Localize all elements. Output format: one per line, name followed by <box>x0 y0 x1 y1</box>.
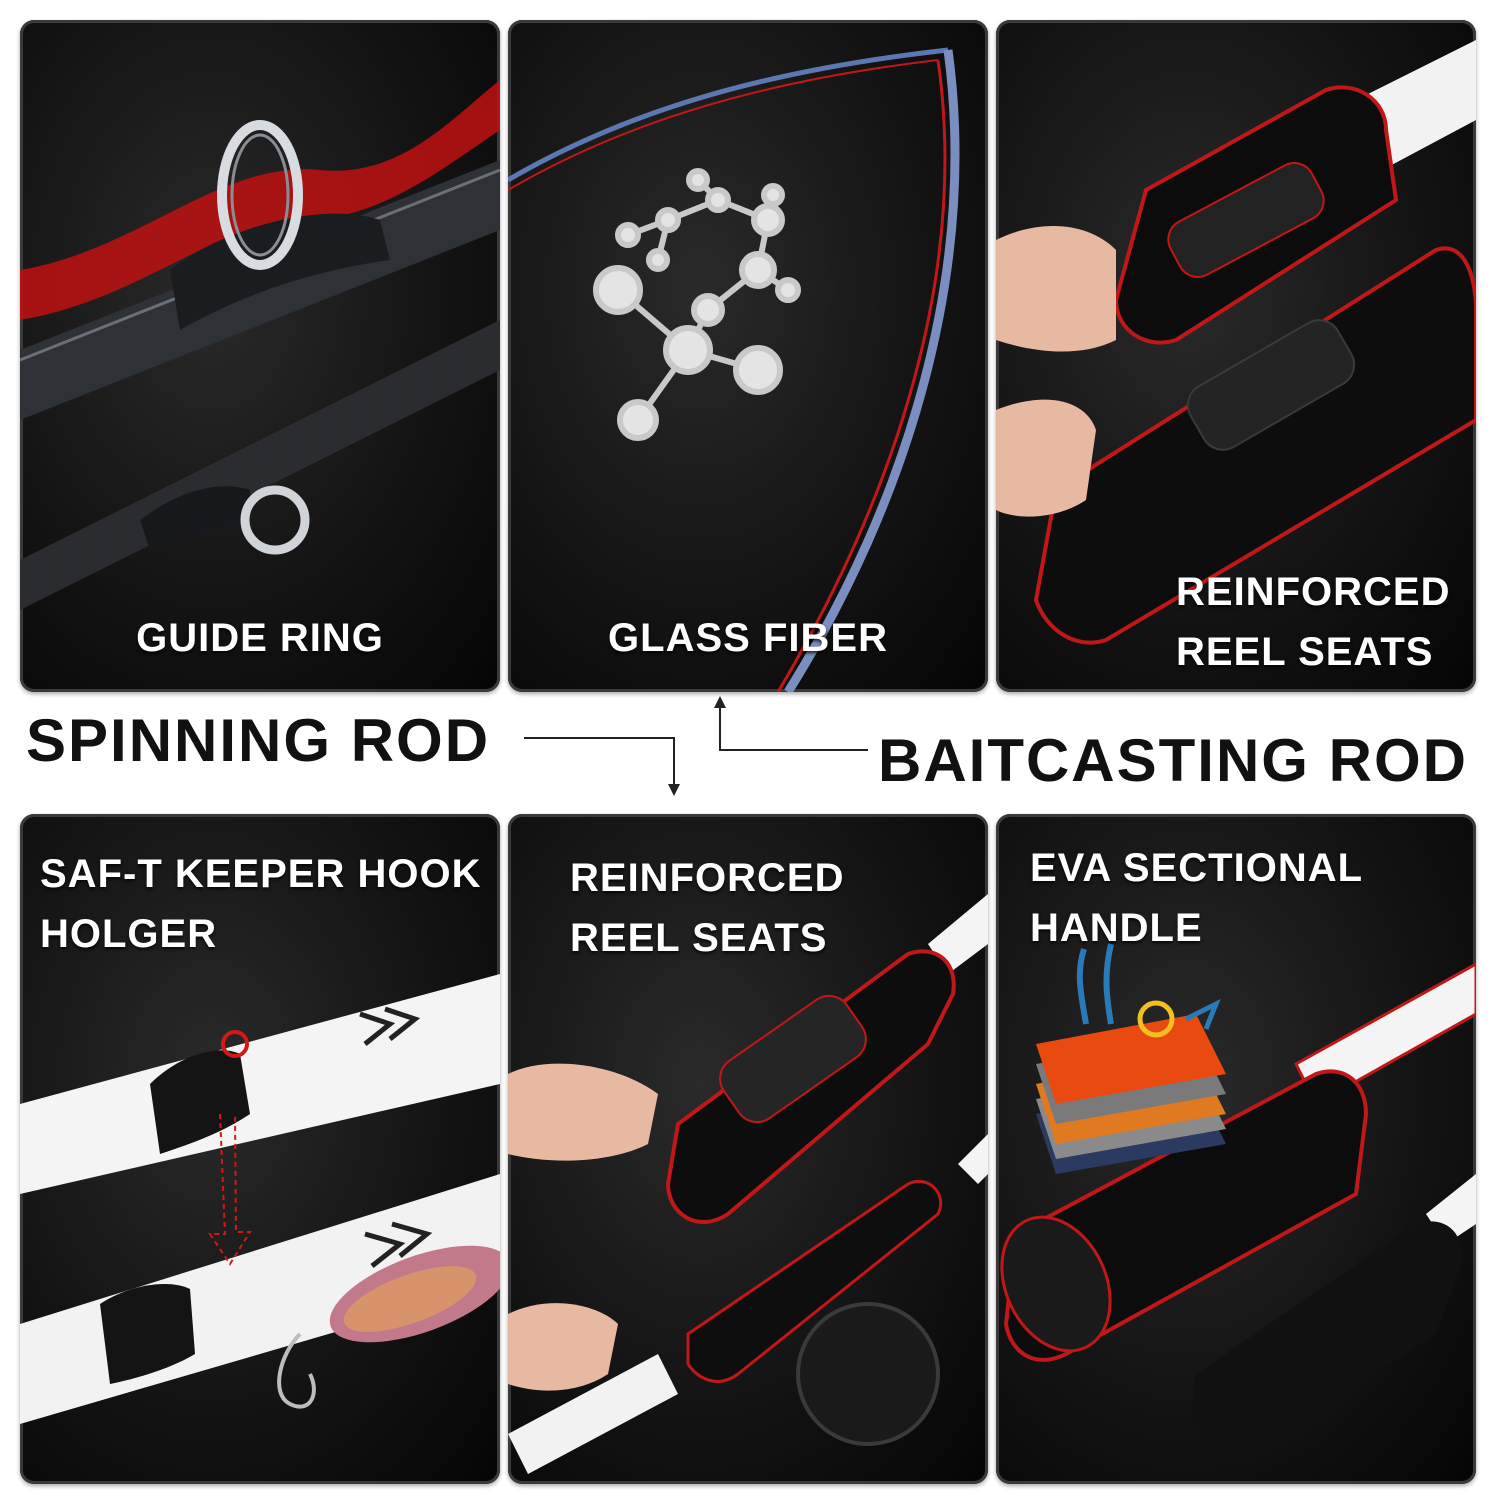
caption-line: HANDLE <box>1030 906 1203 950</box>
caption-line: REEL SEATS <box>570 916 828 960</box>
glass-fiber-image <box>508 47 960 692</box>
caption-eva-handle: EVA SECTIONAL HANDLE <box>1030 838 1363 958</box>
caption-reel-seats-top: REINFORCED REEL SEATS <box>1176 562 1450 682</box>
layers-icon <box>1036 943 1226 1174</box>
guide-ring-image <box>20 80 500 610</box>
caption-guide-ring: GUIDE RING <box>20 608 500 668</box>
panel-reel-seats-top: REINFORCED REEL SEATS <box>996 20 1476 692</box>
panel-hook-keeper: SAF-T KEEPER HOOK HOLGER <box>20 814 500 1484</box>
caption-line: REINFORCED <box>570 856 845 900</box>
reel-seats-top-image <box>996 40 1476 645</box>
hook-keeper-image <box>20 974 500 1424</box>
caption-line: GUIDE RING <box>136 616 384 660</box>
panel-guide-ring: GUIDE RING <box>20 20 500 692</box>
caption-line: EVA SECTIONAL <box>1030 846 1364 890</box>
spinning-rod-label: SPINNING ROD <box>26 707 491 774</box>
caption-line: REINFORCED <box>1176 570 1451 614</box>
caption-line: REEL SEATS <box>1176 630 1434 674</box>
reel-seats-bottom-image <box>508 894 988 1474</box>
eva-handle-image <box>1000 943 1476 1457</box>
caption-glass-fiber: GLASS FIBER <box>508 608 988 668</box>
panel-glass-fiber: GLASS FIBER <box>508 20 988 692</box>
caption-hook-keeper: SAF-T KEEPER HOOK HOLGER <box>40 844 481 964</box>
caption-line: HOLGER <box>40 912 218 956</box>
molecule-icon <box>593 168 801 441</box>
caption-line: SAF-T KEEPER HOOK <box>40 852 482 896</box>
panel-eva-handle: EVA SECTIONAL HANDLE <box>996 814 1476 1484</box>
baitcasting-rod-label: BAITCASTING ROD <box>878 727 1468 794</box>
caption-line: GLASS FIBER <box>608 616 888 660</box>
caption-reel-seats-bottom: REINFORCED REEL SEATS <box>570 848 844 968</box>
panel-reel-seats-bottom: REINFORCED REEL SEATS <box>508 814 988 1484</box>
